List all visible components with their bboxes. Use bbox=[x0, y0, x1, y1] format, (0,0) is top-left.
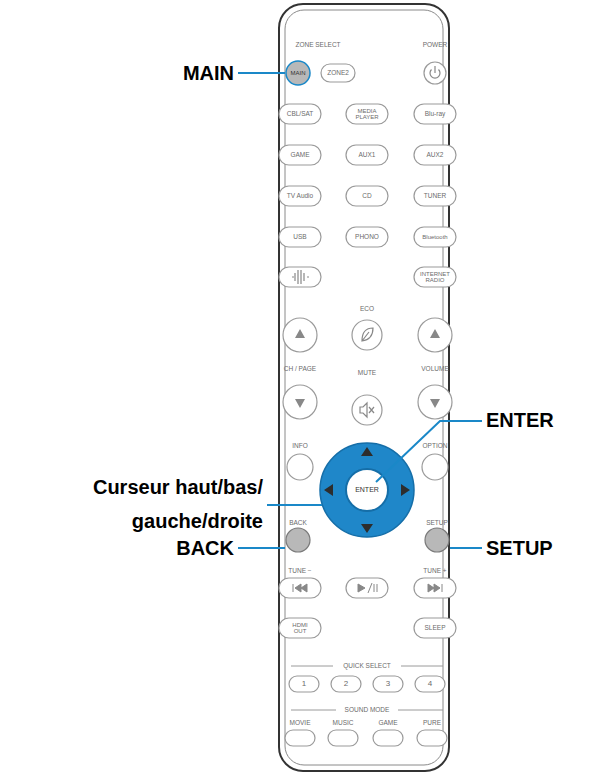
callout-label: Curseur haut/bas/ bbox=[93, 477, 263, 498]
button-label: OPTION bbox=[423, 443, 448, 450]
button-label: PHONO bbox=[355, 234, 379, 241]
button-label: CD bbox=[362, 193, 371, 200]
button-label: ZONE SELECT bbox=[295, 42, 340, 49]
callout-label: ENTER bbox=[486, 410, 554, 431]
callout-label: MAIN bbox=[183, 63, 234, 84]
button-label: QUICK SELECT bbox=[343, 663, 391, 670]
callout-label: SETUP bbox=[486, 538, 553, 559]
button-label: HDMI OUT bbox=[289, 622, 311, 635]
button-label: TUNER bbox=[424, 193, 446, 200]
button-label: MAIN bbox=[291, 70, 306, 76]
button-label: ECO bbox=[360, 306, 374, 313]
button-label: 3 bbox=[386, 680, 390, 688]
button-label: AUX1 bbox=[359, 152, 376, 159]
button-label: SLEEP bbox=[425, 625, 446, 632]
button-label: SOUND MODE bbox=[345, 707, 390, 714]
button-label: INFO bbox=[292, 443, 308, 450]
button-label: MEDIA PLAYER bbox=[353, 108, 381, 121]
button-label: VOLUME bbox=[421, 366, 448, 373]
button-label: USB bbox=[293, 234, 306, 241]
button-label: AUX2 bbox=[427, 152, 444, 159]
button-label: SETUP bbox=[426, 520, 448, 527]
button-label: TV Audio bbox=[287, 193, 313, 200]
button-label: ZONE2 bbox=[327, 70, 349, 77]
button-label: INTERNET RADIO bbox=[419, 271, 451, 284]
button-label: TUNE − bbox=[288, 568, 311, 575]
button-label: Bluetooth bbox=[422, 234, 447, 240]
button-label: 1 bbox=[302, 680, 306, 688]
button-label: Blu-ray bbox=[425, 111, 446, 118]
button-label: MUSIC bbox=[333, 720, 354, 727]
button-label: 2 bbox=[344, 680, 348, 688]
button-label: MUTE bbox=[358, 370, 376, 377]
button-label: GAME bbox=[290, 152, 309, 159]
callout-label: BACK bbox=[176, 538, 234, 559]
button-label: CH / PAGE bbox=[284, 366, 316, 373]
button-label: GAME bbox=[378, 720, 397, 727]
leader-line bbox=[238, 73, 482, 548]
button-label: ENTER bbox=[355, 486, 379, 493]
button-label: PURE bbox=[423, 720, 441, 727]
button-label: CBL/SAT bbox=[287, 111, 314, 118]
button-label: 4 bbox=[428, 680, 432, 688]
callout-label: gauche/droite bbox=[132, 511, 263, 532]
button-label: POWER bbox=[423, 42, 448, 49]
button-label: TUNE + bbox=[423, 568, 446, 575]
button-label: BACK bbox=[289, 520, 307, 527]
button-label: MOVIE bbox=[290, 720, 311, 727]
